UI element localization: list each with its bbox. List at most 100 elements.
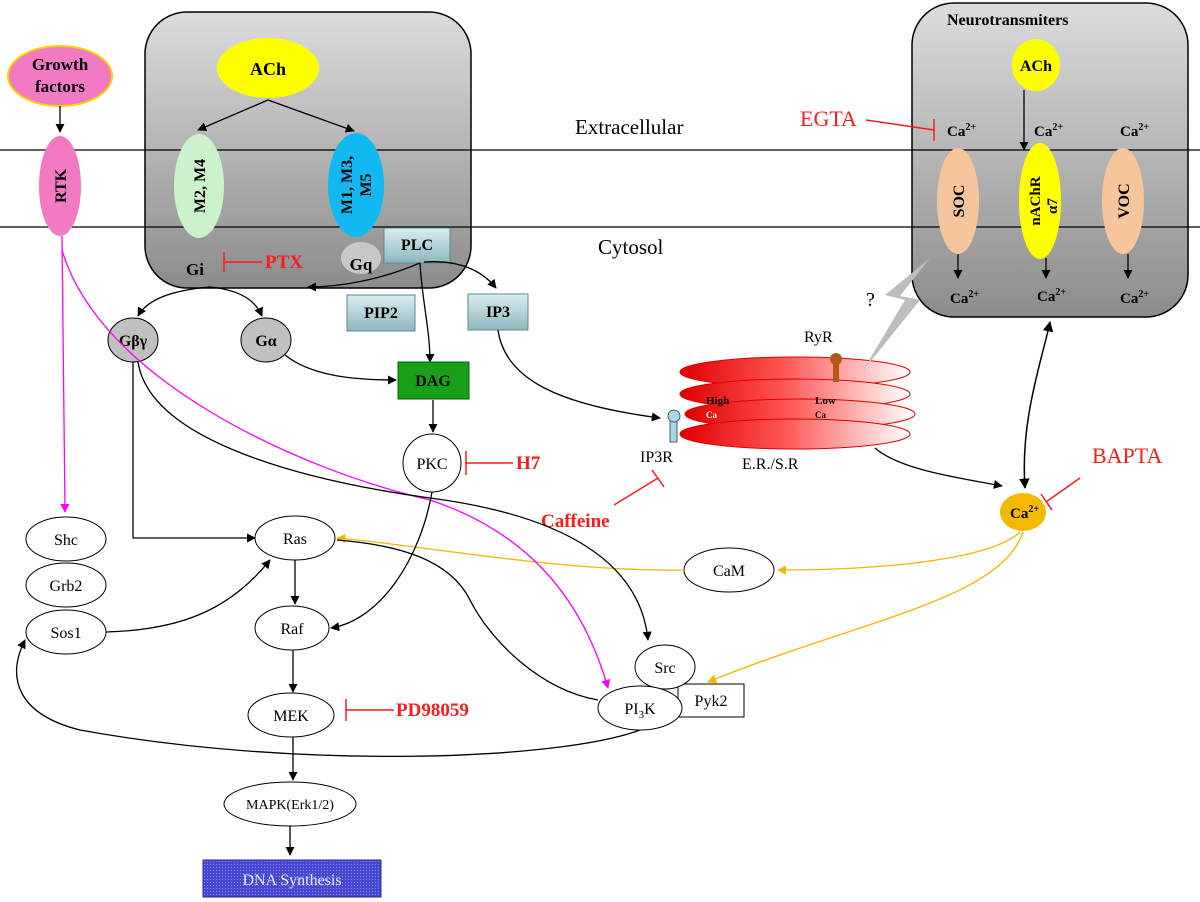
m2m4-label: M2, M4	[192, 159, 209, 213]
egta-inhibitor-line	[865, 119, 935, 131]
ach-right-node	[1012, 39, 1060, 91]
galpha-to-dag-arrow	[284, 354, 397, 385]
caffeine-inhibitor-line	[613, 477, 659, 506]
pip2-node	[346, 294, 416, 332]
question-mark: ?	[866, 289, 875, 311]
pyk2-node	[677, 683, 745, 718]
rtk-label: RTK	[53, 168, 70, 203]
ca-bidirectional-arrow	[1019, 320, 1054, 490]
ca-central-label: Ca2+	[1010, 504, 1039, 522]
ryr-channel	[830, 353, 842, 382]
ip3-to-ip3r-arrow	[497, 329, 661, 422]
er-high-label: High	[706, 395, 729, 407]
gbg-label: Gβγ	[119, 333, 148, 350]
dna-synthesis-node	[202, 859, 382, 898]
cam-label: CaM	[713, 563, 745, 580]
bapta-inhibitor: BAPTA	[1092, 443, 1162, 468]
ip3r-channel	[667, 409, 681, 443]
dag-node	[397, 361, 470, 400]
sos1-label: Sos1	[50, 625, 81, 642]
m1m3m5-receptor	[328, 133, 384, 237]
grb2-label: Grb2	[50, 578, 83, 595]
dag-label: DAG	[415, 373, 451, 390]
raf-label: Raf	[280, 621, 304, 638]
egta-inhibitor: EGTA	[800, 106, 857, 131]
galpha-label: Gα	[255, 333, 276, 350]
pi3k-to-ras-arrow	[336, 539, 599, 701]
pkc-label: PKC	[416, 456, 447, 473]
pi3k-node	[597, 685, 683, 731]
er-to-ca-arrow	[874, 447, 1003, 489]
src-node	[634, 644, 696, 690]
ca-bottom-nachr: Ca2+	[1037, 287, 1066, 305]
shc-node	[25, 516, 107, 562]
ach-left-node	[217, 38, 319, 98]
ca-top-soc: Ca2+	[947, 122, 976, 140]
gq-label: Gq	[350, 255, 373, 274]
ip3r-label: IP3R	[640, 449, 673, 466]
plc-to-dag-arrow	[419, 262, 435, 363]
pd98059-inhibitor: PD98059	[396, 700, 469, 721]
ca-top-nachr: Ca2+	[1034, 122, 1063, 140]
plc-label: PLC	[401, 237, 433, 254]
ach-to-m1m3m5-arrow	[267, 99, 355, 133]
mek-node	[247, 692, 335, 738]
ryr-label: RyR	[804, 329, 833, 346]
ca-to-pyk2-arrow	[707, 531, 1024, 684]
ca-top-voc: Ca2+	[1120, 122, 1149, 140]
voc-label: VOC	[1116, 183, 1133, 218]
plc-to-ip3-arrow	[423, 261, 497, 289]
nachr-label-line1: nAChR	[1028, 176, 1044, 225]
soc-channel	[937, 148, 979, 254]
plc-node	[383, 227, 451, 264]
gi-to-galpha-arrow	[209, 286, 263, 317]
pip2-label: PIP2	[364, 305, 398, 322]
soc-label: SOC	[951, 185, 968, 218]
er-high-ca-label: Ca	[706, 410, 717, 420]
ca-to-cam-arrow	[777, 531, 1021, 575]
m2m4-receptor	[174, 134, 224, 238]
pi3k-label: PI3K	[624, 701, 656, 721]
gbg-to-src-arrow	[137, 361, 652, 641]
ip3-node	[467, 293, 529, 331]
pkc-to-raf-arrow	[330, 491, 433, 632]
growth-factors-label-line2: factors	[35, 77, 85, 96]
bapta-inhibitor-bar	[1040, 493, 1053, 511]
nachr-channel	[1019, 143, 1061, 259]
ip3-label: IP3	[486, 304, 510, 321]
rtk-to-pi3k-arrow	[61, 249, 611, 689]
m1m3m5-label-line1: M1, M3,	[339, 156, 356, 214]
neurotransmiters-label: Neurotransmiters	[947, 12, 1068, 29]
voc-channel	[1102, 148, 1144, 254]
gi-split-arrows	[137, 286, 211, 317]
rtk-to-shc-arrow	[60, 235, 70, 513]
mek-label: MEK	[273, 708, 309, 725]
plc-to-galpha-arrow	[307, 262, 421, 292]
raf-node	[254, 605, 330, 651]
ras-label: Ras	[283, 531, 307, 548]
ach-to-m2m4-arrow	[197, 99, 269, 131]
gi-label: Gi	[186, 260, 204, 279]
dna-synthesis-label: DNA Synthesis	[242, 872, 341, 889]
ca-central-node	[1000, 493, 1046, 531]
caffeine-inhibitor: Caffeine	[541, 511, 610, 532]
cam-to-ras-arrow	[336, 534, 685, 571]
src-label: Src	[654, 660, 675, 677]
er-sr-label: E.R./S.R	[742, 456, 799, 473]
grb2-node	[25, 562, 107, 608]
sos1-to-ras-arrow	[105, 559, 271, 633]
extracellular-label: Extracellular	[575, 115, 683, 139]
ach-right-label: ACh	[1020, 58, 1052, 75]
ach-left-label: ACh	[250, 59, 286, 79]
er-low-label: Low	[815, 395, 836, 407]
m1m3m5-label-line2: M5	[358, 173, 375, 196]
pyk2-label: Pyk2	[695, 693, 728, 710]
cytosol-label: Cytosol	[598, 235, 664, 259]
gq-node	[341, 242, 381, 274]
nachr-label-line2: α7	[1045, 198, 1061, 214]
bapta-inhibitor-line	[1045, 477, 1081, 503]
ptx-inhibitor: PTX	[265, 252, 303, 273]
galpha-node	[240, 317, 292, 363]
ca-bottom-soc: Ca2+	[950, 289, 979, 307]
